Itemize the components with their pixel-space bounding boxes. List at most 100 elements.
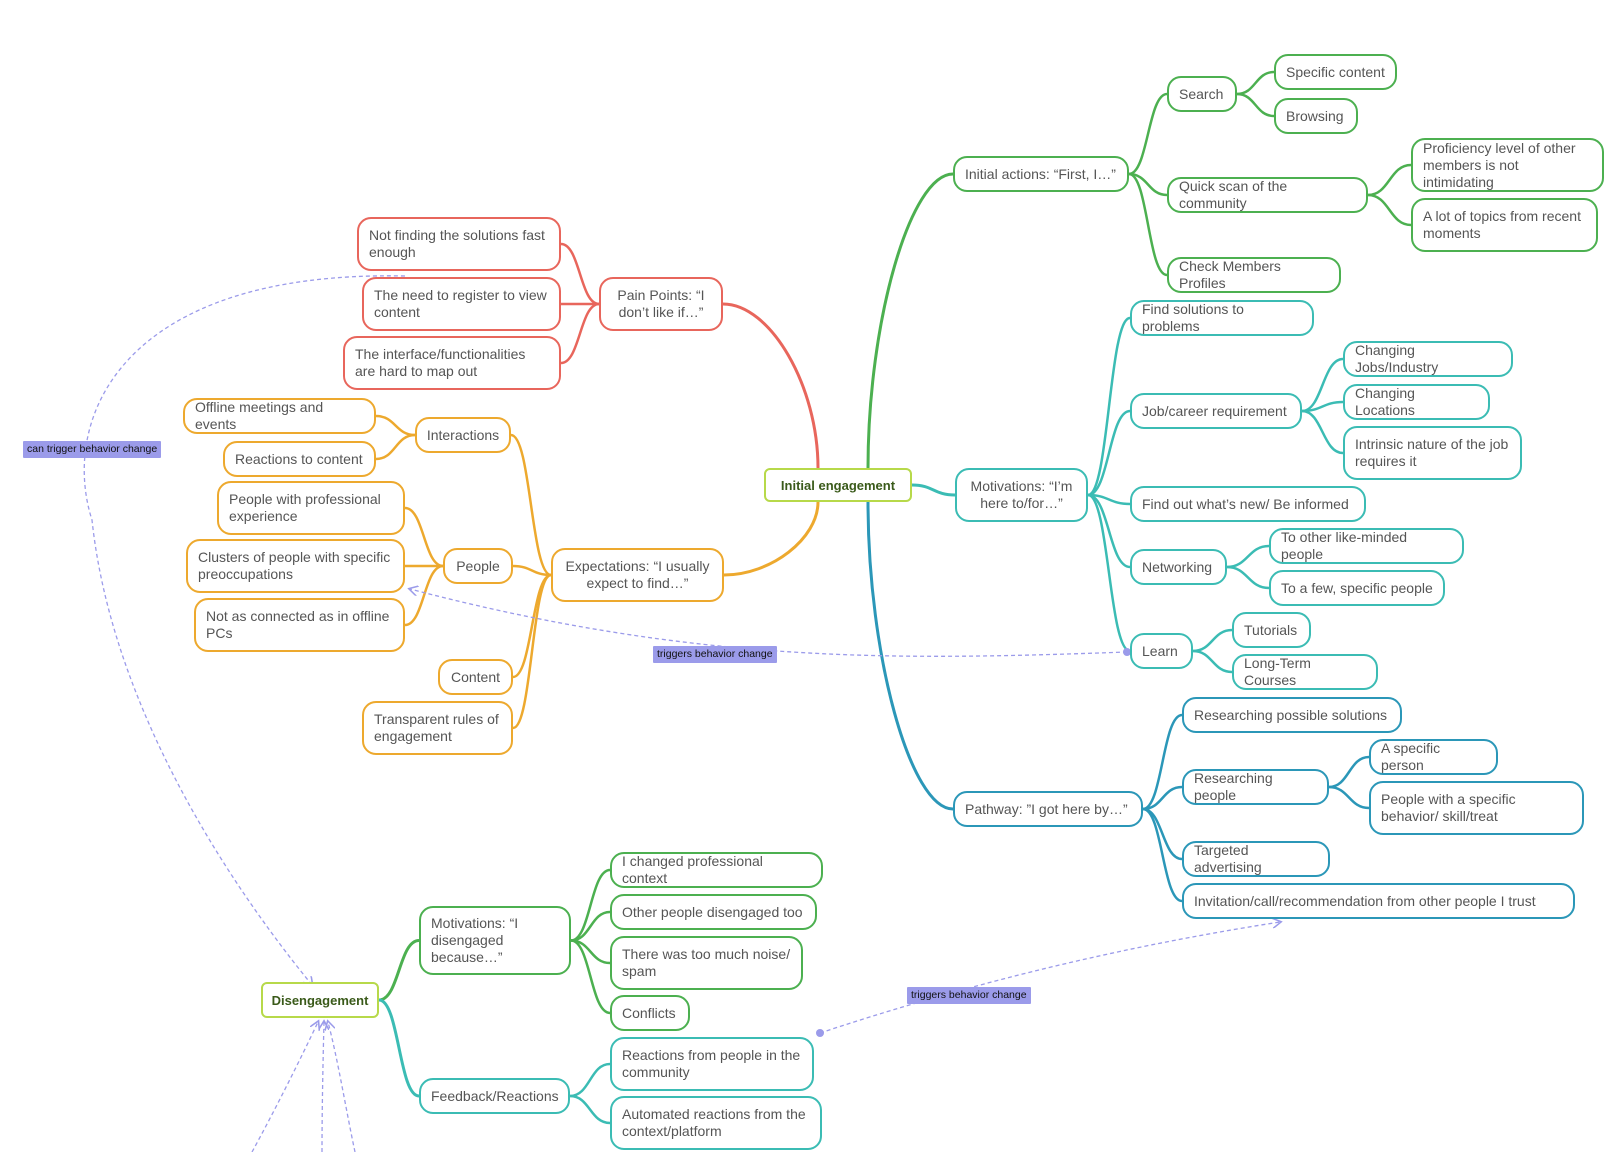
connector-line (374, 414, 417, 437)
connector-line (559, 302, 601, 365)
researching-solutions-node[interactable]: Researching possible solutions (1182, 697, 1402, 733)
people-item[interactable]: Clusters of people with specific preoccu… (186, 539, 405, 593)
find-solutions-node[interactable]: Find solutions to problems (1130, 300, 1314, 336)
connector-line (1300, 400, 1345, 413)
networking-node[interactable]: Networking (1130, 549, 1227, 585)
connector-line (568, 1062, 612, 1098)
people-item[interactable]: Not as connected as in offline PCs (194, 598, 405, 652)
learn-item[interactable]: Tutorials (1232, 612, 1311, 648)
pain-point-item[interactable]: The need to register to view content (362, 277, 561, 331)
connector-line (866, 172, 955, 470)
quick-scan-item[interactable]: Proficiency level of other members is no… (1411, 138, 1604, 192)
connector-line (1191, 628, 1234, 653)
feedback-node[interactable]: Feedback/Reactions (419, 1078, 570, 1114)
relationship-line[interactable] (819, 922, 1280, 1034)
quick-scan-item[interactable]: A lot of topics from recent moments (1411, 198, 1598, 252)
disengage-reason[interactable]: There was too much noise/ spam (610, 936, 803, 990)
invitation-node[interactable]: Invitation/call/recommendation from othe… (1182, 883, 1575, 919)
interaction-item[interactable]: Reactions to content (223, 441, 376, 477)
motivations-node[interactable]: Motivations: “I’m here to/for…” (955, 468, 1088, 522)
connector-line (910, 483, 957, 497)
connector-line (1327, 785, 1371, 810)
expectations-node[interactable]: Expectations: “I usually expect to find…… (551, 548, 724, 602)
relationship-anchor[interactable] (1123, 648, 1131, 656)
people-node[interactable]: People (443, 548, 513, 584)
networking-item[interactable]: To a few, specific people (1269, 570, 1445, 606)
search-item[interactable]: Specific content (1274, 54, 1397, 90)
connector-line (377, 998, 421, 1098)
connector-line (377, 939, 421, 1002)
relationship-line[interactable] (251, 1022, 318, 1152)
connector-line (1225, 565, 1271, 590)
disengage-reason[interactable]: Conflicts (610, 995, 690, 1031)
connector-line (568, 1094, 612, 1125)
connector-line (511, 573, 553, 679)
connector-line (1225, 544, 1271, 569)
feedback-item[interactable]: Reactions from people in the community (610, 1037, 814, 1091)
researching-people-item[interactable]: People with a specific behavior/ skill/t… (1369, 781, 1584, 835)
relationship-line[interactable] (328, 1022, 356, 1152)
search-node[interactable]: Search (1167, 76, 1237, 112)
initial-actions-node[interactable]: Initial actions: “First, I…” (953, 156, 1129, 192)
check-profiles-node[interactable]: Check Members Profiles (1167, 257, 1341, 293)
connector-line (511, 564, 553, 577)
connector-line (1327, 755, 1371, 789)
connector-line (1141, 713, 1184, 811)
news-node[interactable]: Find out what’s new/ Be informed (1130, 486, 1366, 522)
relation-label-triggers[interactable]: triggers behavior change (653, 646, 777, 663)
disengage-motivations-node[interactable]: Motivations: “I disengaged because…” (419, 906, 571, 975)
pain-point-item[interactable]: The interface/functionalities are hard t… (343, 336, 561, 390)
people-item[interactable]: People with professional experience (217, 481, 405, 535)
advertising-node[interactable]: Targeted advertising (1182, 841, 1330, 877)
pathway-node[interactable]: Pathway: ”I got here by…” (953, 791, 1143, 827)
job-career-item[interactable]: Intrinsic nature of the job requires it (1343, 426, 1522, 480)
researching-people-node[interactable]: Researching people (1182, 769, 1329, 805)
quick-scan-node[interactable]: Quick scan of the community (1167, 177, 1368, 213)
connector-line (721, 302, 820, 470)
connector-line (1141, 807, 1184, 903)
feedback-item[interactable]: Automated reactions from the context/pla… (610, 1096, 822, 1150)
connector-line (1300, 409, 1345, 455)
connector-line (1141, 785, 1184, 811)
root-disengagement[interactable]: Disengagement (261, 982, 379, 1018)
relation-label-triggers[interactable]: triggers behavior change (907, 987, 1031, 1004)
search-item[interactable]: Browsing (1274, 98, 1358, 134)
job-career-node[interactable]: Job/career requirement (1130, 393, 1302, 429)
connector-line (1086, 493, 1132, 569)
connector-line (569, 939, 612, 1015)
relationship-line[interactable] (83, 275, 406, 985)
connector-line (1127, 172, 1169, 277)
relationship-anchor[interactable] (816, 1029, 824, 1037)
connector-line (1086, 316, 1132, 497)
connector-line (1086, 409, 1132, 497)
disengage-reason[interactable]: I changed professional context (610, 852, 823, 888)
rules-node[interactable]: Transparent rules of engagement (362, 701, 513, 755)
connector-line (559, 242, 601, 306)
interactions-node[interactable]: Interactions (415, 417, 511, 453)
root-initial-engagement[interactable]: Initial engagement (764, 468, 912, 502)
relation-label-can-trigger[interactable]: can trigger behavior change (23, 441, 162, 458)
connector-line (509, 433, 553, 577)
job-career-item[interactable]: Changing Jobs/Industry (1343, 341, 1513, 377)
connector-line (511, 573, 553, 730)
interaction-item[interactable]: Offline meetings and events (183, 398, 376, 434)
connector-line (1366, 163, 1413, 197)
learn-item[interactable]: Long-Term Courses (1232, 654, 1378, 690)
connector-line (1086, 493, 1132, 653)
learn-node[interactable]: Learn (1130, 633, 1193, 669)
connector-line (1366, 193, 1413, 227)
disengage-reason[interactable]: Other people disengaged too (610, 894, 817, 930)
job-career-item[interactable]: Changing Locations (1343, 384, 1490, 420)
researching-people-item[interactable]: A specific person (1369, 739, 1498, 775)
networking-item[interactable]: To other like-minded people (1269, 528, 1464, 564)
relationship-line[interactable] (322, 1022, 324, 1152)
content-node[interactable]: Content (438, 659, 513, 695)
connector-line (866, 500, 955, 811)
connector-line (1235, 92, 1276, 118)
pain-point-item[interactable]: Not finding the solutions fast enough (357, 217, 561, 271)
connector-line (569, 868, 612, 942)
connector-line (1191, 649, 1234, 674)
pain-points-node[interactable]: Pain Points: “I don’t like if…” (599, 277, 723, 331)
